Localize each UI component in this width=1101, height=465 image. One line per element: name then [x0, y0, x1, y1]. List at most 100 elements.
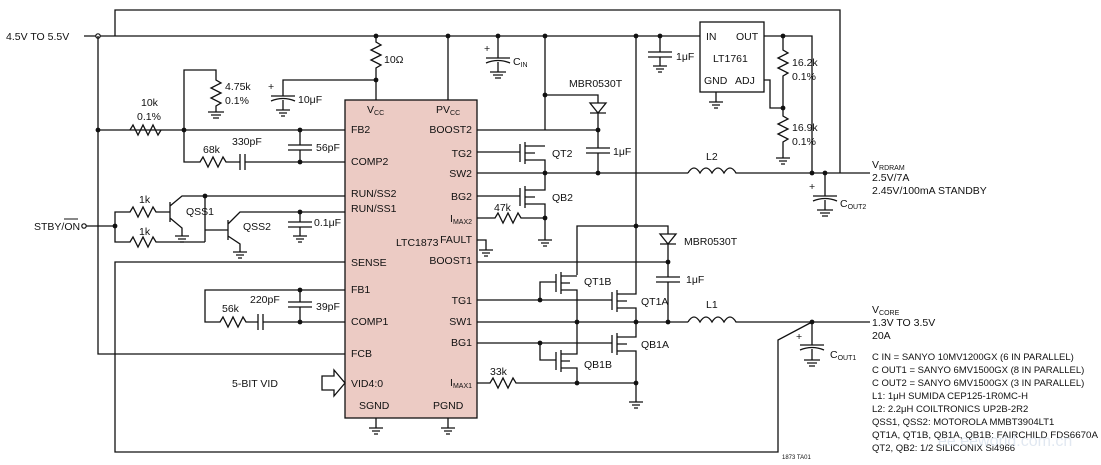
junction	[542, 92, 548, 98]
junction	[574, 380, 580, 386]
d-boost1-label: MBR0530T	[684, 236, 738, 248]
note-qt1: QT1A, QT1B, QB1A, QB1B: FAIRCHILD FDS667…	[872, 430, 1099, 441]
c-1uf-boost1	[656, 262, 680, 322]
junction	[297, 319, 303, 325]
cout2-cap	[812, 173, 838, 217]
bg1-wire	[477, 342, 612, 361]
note-qss: QSS1, QSS2: MOTOROLA MMBT3904LT1	[872, 417, 1054, 428]
qb1b-label: QB1B	[584, 359, 612, 371]
c-1uf-ldo-label: 1μF	[676, 51, 694, 63]
vrdram-label: VRDRAM	[872, 159, 905, 172]
sw2-pin-label: SW2	[449, 168, 472, 180]
note-l1: L1: 1μH SUMIDA CEP125-1R0MC-H	[872, 391, 1028, 402]
stby-wire	[86, 205, 205, 249]
junction	[780, 105, 786, 111]
qt1a-label: QT1A	[641, 296, 668, 308]
note-cout1: C OUT1 = SANYO 6MV1500GX (8 IN PARALLEL)	[872, 365, 1084, 376]
bg2-pin-label: BG2	[451, 191, 472, 203]
junction	[495, 33, 501, 39]
tg2-pin-label: TG2	[452, 148, 473, 160]
qb1a-label: QB1A	[641, 339, 669, 351]
runss2-pin-label: RUN/SS2	[351, 188, 397, 200]
note-l2: L2: 2.2μH COILTRONICS UP2B-2R2	[872, 404, 1028, 415]
sw1-pin-label: SW1	[449, 316, 472, 328]
junction	[297, 287, 303, 293]
ldo-out-label: OUT	[736, 31, 759, 43]
junction	[595, 170, 601, 176]
r-169k-label: 16.9k	[792, 122, 818, 134]
cin-plus: +	[484, 43, 490, 55]
runss1-pin-label: RUN/SS1	[351, 203, 397, 215]
ldo-gnd-wire	[709, 92, 723, 109]
note-qt2: QT2, QB2: 1/2 SILICONIX Si4966	[872, 443, 1015, 454]
r-162k-tol: 0.1%	[792, 71, 816, 83]
c-56pf	[288, 130, 312, 162]
fb1-pin-label: FB1	[351, 284, 370, 296]
junction	[445, 33, 451, 39]
cin-label: CIN	[513, 56, 528, 69]
r-10k-tol: 0.1%	[137, 111, 161, 123]
qb2-label: QB2	[552, 192, 573, 204]
cout1-cap	[799, 322, 825, 367]
bg1-pin-label: BG1	[451, 337, 472, 349]
top-loop-wire	[114, 9, 841, 173]
stby-label: STBY/ON	[34, 221, 80, 233]
supply-label: 4.5V TO 5.5V	[6, 31, 69, 43]
d-boost2-label: MBR0530T	[569, 78, 623, 90]
qb2-symbol	[477, 173, 552, 247]
qt1a-symbol	[611, 290, 637, 322]
cout2-label: COUT2	[840, 198, 866, 211]
c-1uf-boost2	[586, 130, 610, 173]
l1-inductor	[687, 316, 870, 324]
qt2-symbol	[477, 142, 546, 173]
imax2-pin-label: IMAX2	[450, 213, 472, 226]
c-10uf-plus: +	[268, 81, 274, 93]
r-475k-label: 4.75k	[225, 81, 251, 93]
junction	[112, 223, 118, 229]
junction	[95, 127, 101, 133]
junction	[809, 170, 815, 176]
r-475k-wire	[183, 69, 224, 130]
junction	[373, 33, 379, 39]
cout2-plus: +	[809, 181, 815, 193]
junction	[633, 380, 639, 386]
d-boost2	[545, 94, 608, 130]
sgnd-ground	[369, 418, 383, 435]
qt1b-label: QT1B	[584, 276, 611, 288]
fb2-pin-label: FB2	[351, 124, 370, 136]
pgnd-pin-label: PGND	[433, 400, 464, 412]
boost1-pin-label: BOOST1	[429, 255, 472, 267]
junction	[537, 340, 543, 346]
r-68k-label: 68k	[203, 144, 221, 156]
r-475k-tol: 0.1%	[225, 95, 249, 107]
junction	[297, 159, 303, 165]
imax1-pin-label: IMAX1	[450, 377, 472, 390]
pvcc-pin-label: PVCC	[436, 104, 460, 117]
junction	[780, 33, 786, 39]
fcb-supply-wire	[97, 36, 345, 355]
c-39pf-label: 39pF	[316, 301, 340, 313]
vcc-pin-label: VCC	[367, 104, 384, 117]
r-162k-label: 16.2k	[792, 57, 818, 69]
cout1-label: COUT1	[830, 349, 856, 362]
ch1-ground	[629, 396, 643, 409]
sgnd-pin-label: SGND	[359, 400, 390, 412]
l2-inductor	[687, 167, 840, 175]
figure-id: 1873 TA01	[782, 455, 811, 461]
r-56k-label: 56k	[222, 303, 240, 315]
l1-label: L1	[706, 299, 718, 311]
fault-ground	[477, 239, 493, 257]
vcc-wire	[369, 36, 383, 100]
c-220pf-label: 220pF	[250, 294, 280, 306]
vcc-cap-wire	[270, 79, 376, 117]
ldo-in-label: IN	[706, 31, 717, 43]
fcb-pin-label: FCB	[351, 348, 372, 360]
ldo-name: LT1761	[713, 53, 748, 65]
qss2-label: QSS2	[243, 221, 271, 233]
ldo-adj-label: ADJ	[735, 75, 755, 87]
junction	[297, 209, 303, 215]
r-1k-b-label: 1k	[139, 226, 151, 238]
vcore-label: VCORE	[872, 304, 900, 317]
junction	[297, 127, 303, 133]
note-cout2: C OUT2 = SANYO 6MV1500GX (3 IN PARALLEL)	[872, 378, 1084, 389]
